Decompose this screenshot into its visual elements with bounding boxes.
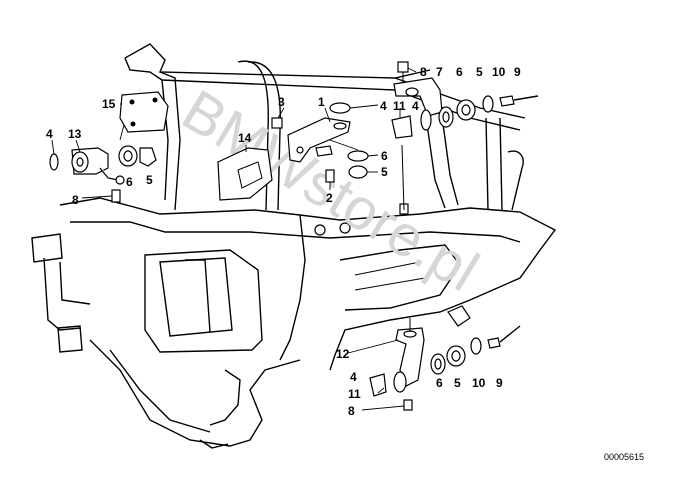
callout-9-top: 9 <box>514 65 521 79</box>
callout-4-top: 4 <box>412 99 419 113</box>
callout-4-bot: 4 <box>350 370 357 384</box>
callout-6-mid: 6 <box>381 149 388 163</box>
callout-10-top: 10 <box>492 65 506 79</box>
callout-5-top: 5 <box>476 65 483 79</box>
callout-6-top: 6 <box>456 65 463 79</box>
callout-4-left: 4 <box>46 127 53 141</box>
callout-8-left: 8 <box>72 193 79 207</box>
callout-6-left: 6 <box>126 175 133 189</box>
callout-3: 3 <box>278 95 285 109</box>
callout-13: 13 <box>68 127 82 141</box>
callout-5-mid: 5 <box>381 165 388 179</box>
callout-1: 1 <box>318 95 325 109</box>
callout-14: 14 <box>238 131 252 145</box>
callout-4-mid: 4 <box>380 99 387 113</box>
callout-2: 2 <box>326 191 333 205</box>
callout-9-bot: 9 <box>496 376 503 390</box>
left-mount-parts <box>49 91 283 203</box>
leader-lines <box>51 67 417 411</box>
frame-illustration <box>31 43 557 449</box>
top-right-mount-parts <box>391 61 539 211</box>
callout-8-top: 8 <box>420 65 427 79</box>
callout-10-bot: 10 <box>472 376 486 390</box>
callout-6-bot: 6 <box>436 376 443 390</box>
drawing-code: 00005615 <box>604 452 644 462</box>
middle-mount-parts <box>287 102 369 183</box>
callout-5-left: 5 <box>146 173 153 187</box>
callout-12: 12 <box>336 347 350 361</box>
bottom-right-mount-parts <box>369 318 521 411</box>
callout-7: 7 <box>436 65 443 79</box>
callout-11-bot: 11 <box>348 387 361 401</box>
callout-15: 15 <box>102 97 116 111</box>
callout-11-top: 11 <box>393 99 406 113</box>
callout-5-bot: 5 <box>454 376 461 390</box>
callout-8-bot: 8 <box>348 404 355 418</box>
callout-labels: 4 13 6 5 8 15 14 3 1 4 2 6 5 8 7 6 5 10 … <box>46 65 521 418</box>
